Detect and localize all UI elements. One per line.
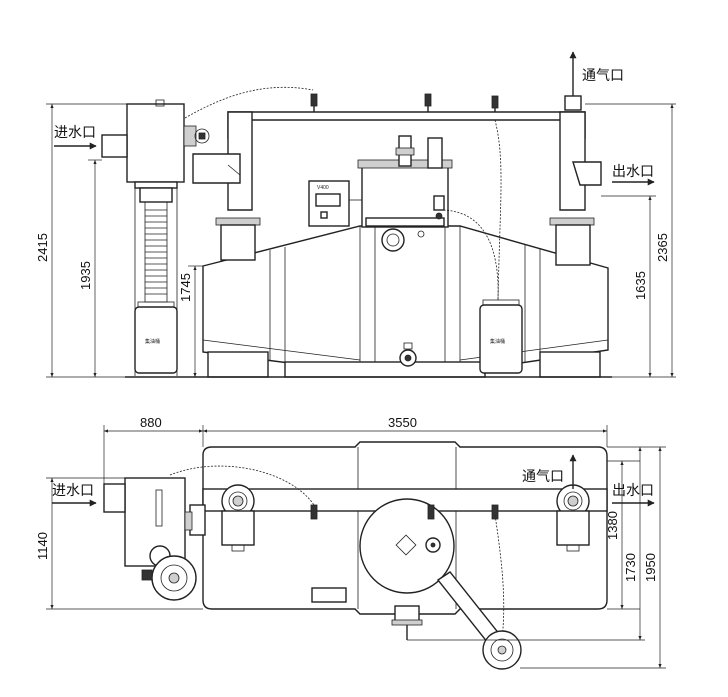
- oil-drum-right-label: 集油桶: [490, 338, 505, 345]
- front-dimensions: 2415 1935 1745 1635 2365: [35, 103, 676, 378]
- dim-1730: 1730: [623, 553, 638, 582]
- dim-880: 880: [140, 415, 162, 430]
- top-view: 进水口 出水口 通气口 880 3550 1140: [35, 415, 666, 670]
- dim-1950: 1950: [643, 553, 658, 582]
- front-vent-label: 通气口: [582, 67, 624, 83]
- dim-3550: 3550: [388, 415, 417, 430]
- dim-1935: 1935: [78, 261, 93, 290]
- dim-2415: 2415: [35, 233, 50, 262]
- hose-right: [439, 209, 499, 301]
- top-vent-label: 通气口: [522, 468, 564, 484]
- vent-valves: [310, 93, 499, 112]
- svg-text:V400: V400: [317, 185, 329, 191]
- vent-pipe: [227, 111, 586, 139]
- central-chamber-plan: [359, 498, 455, 594]
- dim-1635: 1635: [633, 271, 648, 300]
- inspection-port: [381, 228, 405, 252]
- front-outlet-label: 出水口: [612, 163, 654, 179]
- top-dimensions: 880 3550 1140 1380 1730 1950: [35, 415, 666, 669]
- front-view: V400: [35, 51, 676, 378]
- hose-top: [184, 86, 314, 119]
- top-inlet-label: 进水口: [52, 482, 94, 498]
- dim-2365: 2365: [655, 233, 670, 262]
- dim-1745: 1745: [178, 273, 193, 302]
- dim-1140: 1140: [35, 532, 50, 560]
- top-outlet-label: 出水口: [612, 482, 654, 498]
- dim-1380: 1380: [605, 511, 620, 540]
- inlet-screen-box: [126, 103, 185, 183]
- front-inlet-label: 进水口: [54, 124, 96, 140]
- oil-drum-left-label: 集油桶: [145, 338, 160, 345]
